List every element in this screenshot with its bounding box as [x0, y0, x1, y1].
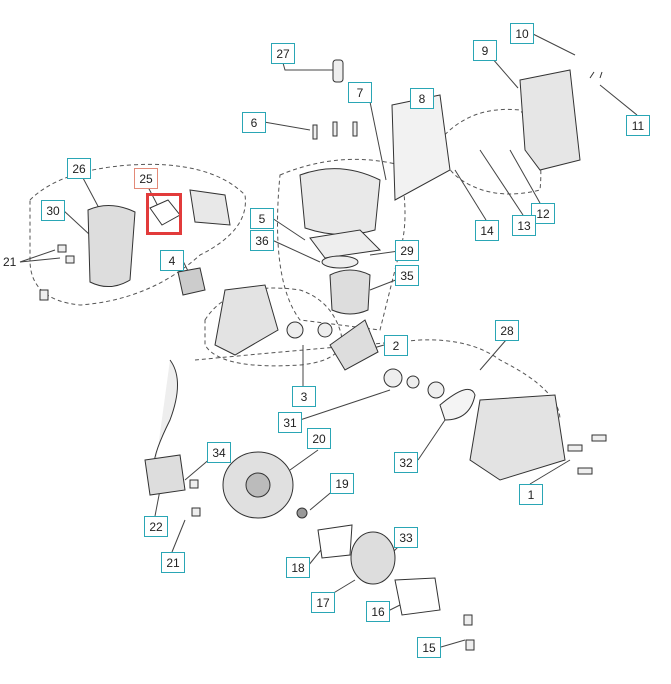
callout-4[interactable]: 4	[160, 250, 184, 271]
callout-19[interactable]: 19	[330, 473, 354, 494]
callout-15[interactable]: 15	[417, 637, 441, 658]
callout-33[interactable]: 33	[394, 527, 418, 548]
assembly-group-outlines	[29, 108, 561, 421]
callout-26[interactable]: 26	[67, 158, 91, 179]
callout-21-bottom[interactable]: 21	[161, 552, 185, 573]
callout-17[interactable]: 17	[311, 592, 335, 613]
callout-31[interactable]: 31	[278, 412, 302, 433]
callout-28[interactable]: 28	[495, 320, 519, 341]
parts	[39, 59, 607, 651]
callout-7[interactable]: 7	[348, 82, 372, 103]
callout-8[interactable]: 8	[410, 88, 434, 109]
callout-20[interactable]: 20	[307, 428, 331, 449]
callout-2[interactable]: 2	[384, 335, 408, 356]
callout-34[interactable]: 34	[207, 442, 231, 463]
callout-32[interactable]: 32	[394, 452, 418, 473]
callout-10[interactable]: 10	[510, 23, 534, 44]
callout-16[interactable]: 16	[366, 601, 390, 622]
callout-12[interactable]: 12	[531, 203, 555, 224]
callout-5[interactable]: 5	[250, 208, 274, 229]
callout-1[interactable]: 1	[519, 484, 543, 505]
callout-14[interactable]: 14	[475, 220, 499, 241]
callout-30[interactable]: 30	[41, 200, 65, 221]
callout-3[interactable]: 3	[292, 386, 316, 407]
callout-9[interactable]: 9	[473, 40, 497, 61]
callout-27[interactable]: 27	[271, 43, 295, 64]
callout-22[interactable]: 22	[144, 516, 168, 537]
callout-29[interactable]: 29	[395, 240, 419, 261]
callout-35[interactable]: 35	[395, 265, 419, 286]
callout-36[interactable]: 36	[250, 230, 274, 251]
callout-21-left[interactable]: 21	[3, 255, 17, 269]
callout-18[interactable]: 18	[286, 557, 310, 578]
callout-11[interactable]: 11	[626, 115, 650, 136]
callout-13[interactable]: 13	[512, 215, 536, 236]
selected-part-highlight	[146, 193, 182, 235]
callout-25-selected[interactable]: 25	[134, 168, 158, 189]
callout-6[interactable]: 6	[242, 112, 266, 133]
